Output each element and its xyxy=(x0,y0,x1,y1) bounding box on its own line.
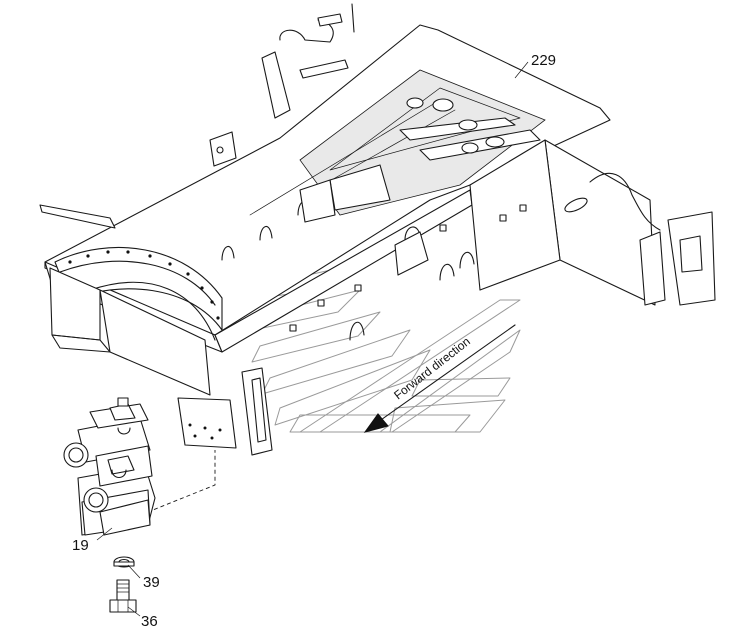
leader-19 xyxy=(96,527,113,541)
hydraulic-valve xyxy=(63,397,156,536)
mounting-tabs xyxy=(221,201,475,341)
arrow-head-icon xyxy=(363,413,389,433)
bolt xyxy=(109,579,137,613)
leader-39 xyxy=(127,564,141,579)
direction-chevron-pattern xyxy=(215,244,521,433)
callout-39: 39 xyxy=(143,574,160,591)
assembly-guide-line xyxy=(127,450,216,521)
washer xyxy=(113,556,135,568)
bolt-hole-row xyxy=(68,250,220,320)
callout-19: 19 xyxy=(72,537,89,554)
leader-36 xyxy=(127,606,141,617)
callout-229: 229 xyxy=(531,52,556,69)
main-frame-assembly xyxy=(39,3,716,456)
callout-36: 36 xyxy=(141,613,158,630)
leader-229 xyxy=(514,61,529,79)
